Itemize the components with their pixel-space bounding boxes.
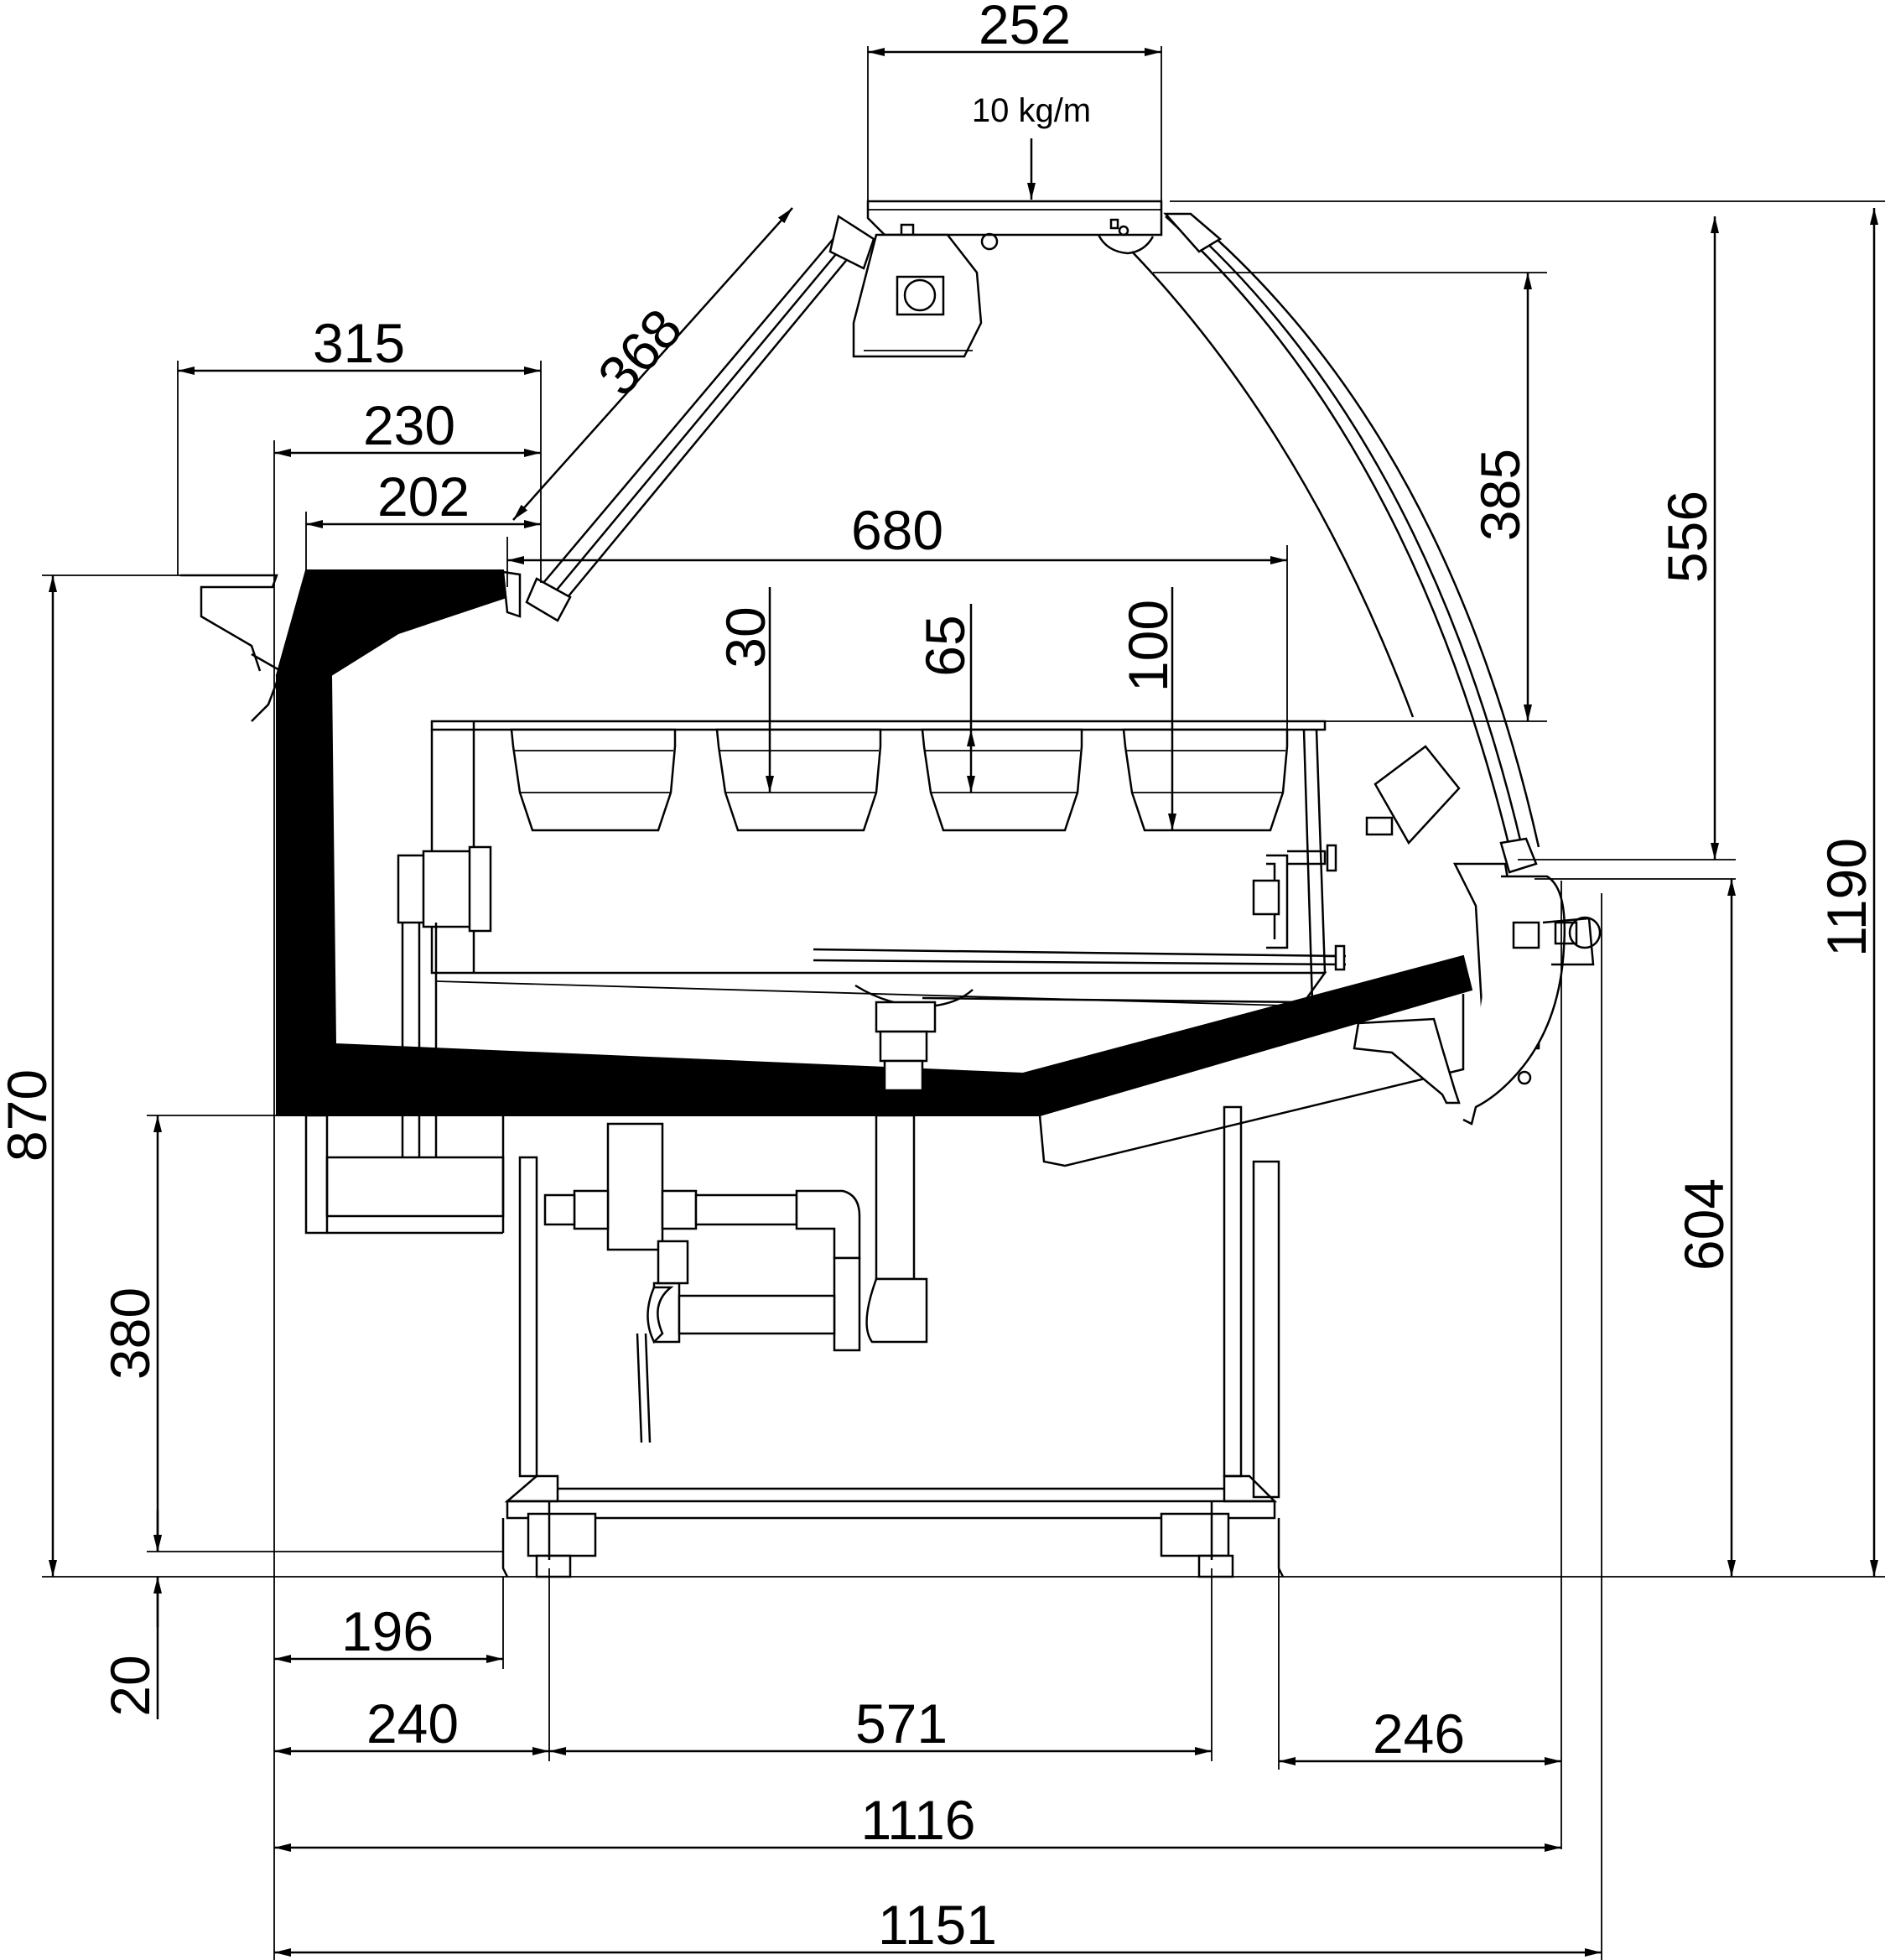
label-368: 368 [586, 297, 694, 407]
label-246: 246 [1373, 1703, 1465, 1765]
label-571: 571 [855, 1692, 948, 1755]
label-380: 380 [99, 1287, 161, 1380]
rear-counter [180, 569, 522, 722]
compressor-pipework [543, 1114, 928, 1443]
load-label: 10 kg/m [972, 92, 1091, 129]
label-1116: 1116 [860, 1789, 975, 1851]
label-230: 230 [363, 394, 455, 456]
label-1190: 1190 [1815, 838, 1877, 957]
label-240: 240 [366, 1692, 459, 1755]
label-20: 20 [99, 1655, 161, 1716]
label-680: 680 [851, 499, 943, 561]
label-315: 315 [313, 312, 405, 374]
cabinet-drawing [180, 200, 1602, 1578]
label-100: 100 [1117, 600, 1179, 692]
left-pipework [397, 845, 492, 1157]
drain-and-pipes [813, 844, 1347, 1092]
label-252: 252 [979, 0, 1071, 55]
base-frame [304, 1105, 1285, 1578]
label-385: 385 [1469, 449, 1531, 541]
front-unit [1353, 745, 1602, 1126]
dimension-lines [42, 46, 1885, 1960]
label-870: 870 [0, 1069, 58, 1162]
label-65: 65 [914, 615, 976, 676]
label-604: 604 [1673, 1178, 1735, 1271]
label-1151: 1151 [878, 1894, 997, 1956]
trays [510, 728, 1289, 832]
label-196: 196 [341, 1600, 434, 1662]
label-202: 202 [377, 465, 470, 528]
label-30: 30 [714, 606, 776, 668]
top-shelf [852, 200, 1163, 358]
insulation-shell [276, 674, 1473, 1167]
label-556: 556 [1656, 491, 1718, 583]
front-glass [1131, 212, 1540, 874]
dim-line-368 [512, 207, 793, 521]
